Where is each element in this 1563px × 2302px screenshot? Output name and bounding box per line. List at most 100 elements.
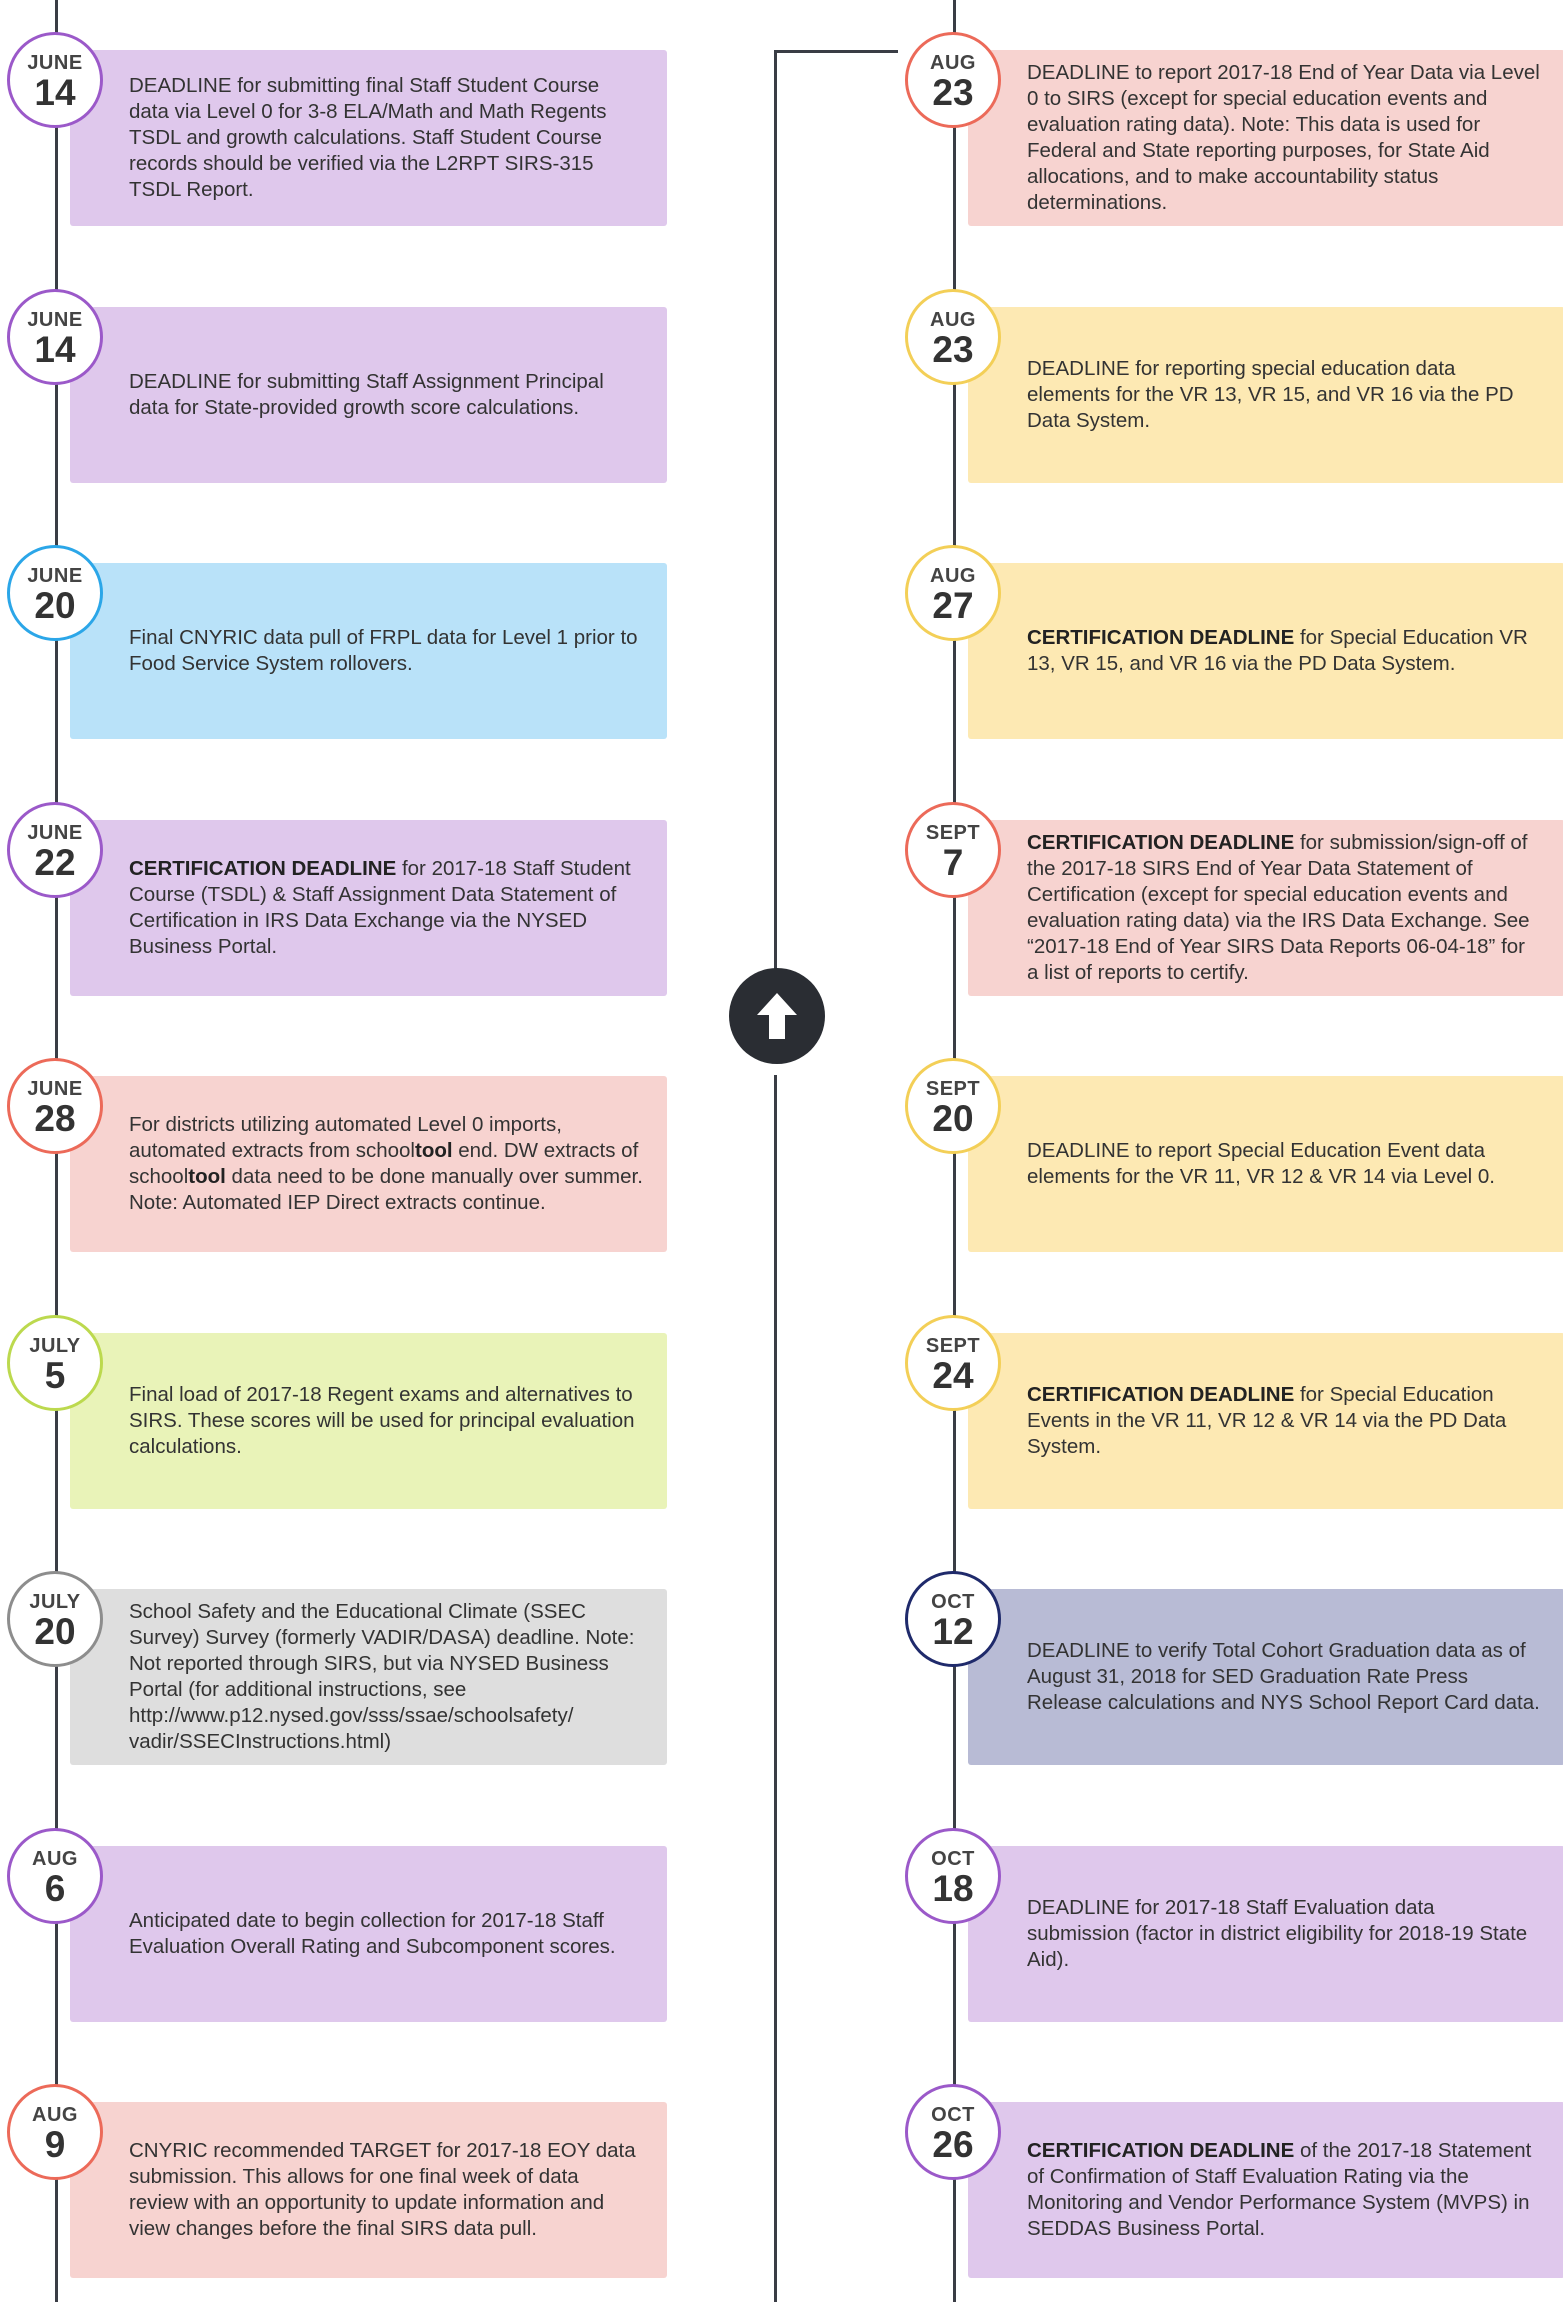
date-day: 20 [932,1098,974,1139]
certification-label: CERTIFICATION DEADLINE [1027,626,1295,649]
date-day: 26 [932,2124,974,2165]
event-description-part: end. DW extracts of school [129,1139,639,1188]
date-month: OCT [931,1591,975,1613]
event-description-text: DEADLINE for reporting special education… [1027,357,1514,432]
right-item: CERTIFICATION DEADLINE for Special Educa… [898,545,1563,739]
event-description-text: for submission/sign-off of the 2017-18 S… [1027,831,1530,984]
date-day: 28 [34,1098,76,1139]
scroll-up-button[interactable] [729,968,825,1064]
left-timeline: DEADLINE for submitting final Staff Stud… [0,0,760,2302]
left-item: DEADLINE for submitting final Staff Stud… [0,32,760,226]
event-card: CERTIFICATION DEADLINE of the 2017-18 St… [968,2102,1563,2278]
event-description-text: DEADLINE to report 2017-18 End of Year D… [1027,61,1540,214]
event-description: Anticipated date to begin collection for… [129,1908,643,1960]
date-month: AUG [930,565,976,587]
event-card: School Safety and the Educational Climat… [70,1589,667,1765]
event-description-text: DEADLINE to verify Total Cohort Graduati… [1027,1639,1540,1714]
event-description: DEADLINE to verify Total Cohort Graduati… [1027,1638,1541,1716]
event-card: DEADLINE for submitting final Staff Stud… [70,50,667,226]
left-item: CNYRIC recommended TARGET for 2017-18 EO… [0,2084,760,2278]
date-day: 9 [44,2124,66,2165]
event-card: DEADLINE for 2017-18 Staff Evaluation da… [968,1846,1563,2022]
timeline-connector [774,50,898,53]
date-month: JUNE [27,309,83,331]
event-description-text: of the 2017-18 Statement of Confirmation… [1027,2139,1532,2240]
date-month: JUNE [27,1078,83,1100]
event-description: For districts utilizing automated Level … [129,1112,643,1216]
left-item: Final CNYRIC data pull of FRPL data for … [0,545,760,739]
event-description-text: DEADLINE for 2017-18 Staff Evaluation da… [1027,1896,1528,1971]
event-description: School Safety and the Educational Climat… [129,1599,643,1755]
event-description: CERTIFICATION DEADLINE for Special Educa… [1027,625,1541,677]
event-card: For districts utilizing automated Level … [70,1076,667,1252]
date-month: AUG [32,1848,78,1870]
date-month: SEPT [925,822,981,844]
timeline-connector-line [774,50,777,1000]
event-description: CERTIFICATION DEADLINE for submission/si… [1027,830,1541,986]
event-description: DEADLINE for submitting Staff Assignment… [129,369,643,421]
date-day: 27 [932,585,974,626]
date-day: 6 [44,1868,66,1909]
date-day: 12 [932,1611,974,1652]
event-description: CERTIFICATION DEADLINE for 2017-18 Staff… [129,856,643,960]
event-description: Final CNYRIC data pull of FRPL data for … [129,625,643,677]
certification-label: CERTIFICATION DEADLINE [1027,831,1295,854]
date-day: 18 [932,1868,974,1909]
event-card: CERTIFICATION DEADLINE for 2017-18 Staff… [70,820,667,996]
event-description: Final load of 2017-18 Regent exams and a… [129,1382,643,1460]
right-item: CERTIFICATION DEADLINE of the 2017-18 St… [898,2084,1563,2278]
date-day: 14 [34,72,76,113]
date-day: 23 [932,72,974,113]
left-item: School Safety and the Educational Climat… [0,1571,760,1765]
date-month: JUNE [27,822,83,844]
event-card: DEADLINE for reporting special education… [968,307,1563,483]
event-card: Anticipated date to begin collection for… [70,1846,667,2022]
date-month: AUG [32,2104,78,2126]
timeline-connector-line-lower [774,1075,777,2302]
date-month: AUG [930,309,976,331]
event-description-text: CNYRIC recommended TARGET for 2017-18 EO… [129,2139,636,2240]
date-month: JULY [29,1335,81,1357]
date-month: SEPT [925,1335,981,1357]
event-card: Final CNYRIC data pull of FRPL data for … [70,563,667,739]
event-description: CERTIFICATION DEADLINE of the 2017-18 St… [1027,2138,1541,2242]
date-day: 5 [44,1355,66,1396]
left-item: CERTIFICATION DEADLINE for 2017-18 Staff… [0,802,760,996]
date-day: 7 [942,842,964,883]
event-card: CERTIFICATION DEADLINE for Special Educa… [968,1333,1563,1509]
event-card: DEADLINE to report 2017-18 End of Year D… [968,50,1563,226]
certification-label: CERTIFICATION DEADLINE [129,857,397,880]
event-description-text: DEADLINE to report Special Education Eve… [1027,1139,1495,1188]
event-description-text: for Special Education Events in the VR 1… [1027,1383,1507,1458]
event-description: DEADLINE for 2017-18 Staff Evaluation da… [1027,1895,1541,1973]
right-item: CERTIFICATION DEADLINE for Special Educa… [898,1315,1563,1509]
event-description: CERTIFICATION DEADLINE for Special Educa… [1027,1382,1541,1460]
event-card: CERTIFICATION DEADLINE for Special Educa… [968,563,1563,739]
date-month: AUG [930,52,976,74]
event-description-text: Final load of 2017-18 Regent exams and a… [129,1383,635,1458]
event-description-part: For districts utilizing automated Level … [129,1113,562,1162]
event-card: DEADLINE for submitting Staff Assignment… [70,307,667,483]
event-description: DEADLINE for reporting special education… [1027,356,1541,434]
date-month: JUNE [27,565,83,587]
right-item: DEADLINE to verify Total Cohort Graduati… [898,1571,1563,1765]
date-day: 23 [932,329,974,370]
event-description: DEADLINE to report 2017-18 End of Year D… [1027,60,1541,216]
event-description: DEADLINE for submitting final Staff Stud… [129,73,643,203]
date-month: OCT [931,2104,975,2126]
date-day: 14 [34,329,76,370]
event-description-text: DEADLINE for submitting final Staff Stud… [129,74,607,201]
